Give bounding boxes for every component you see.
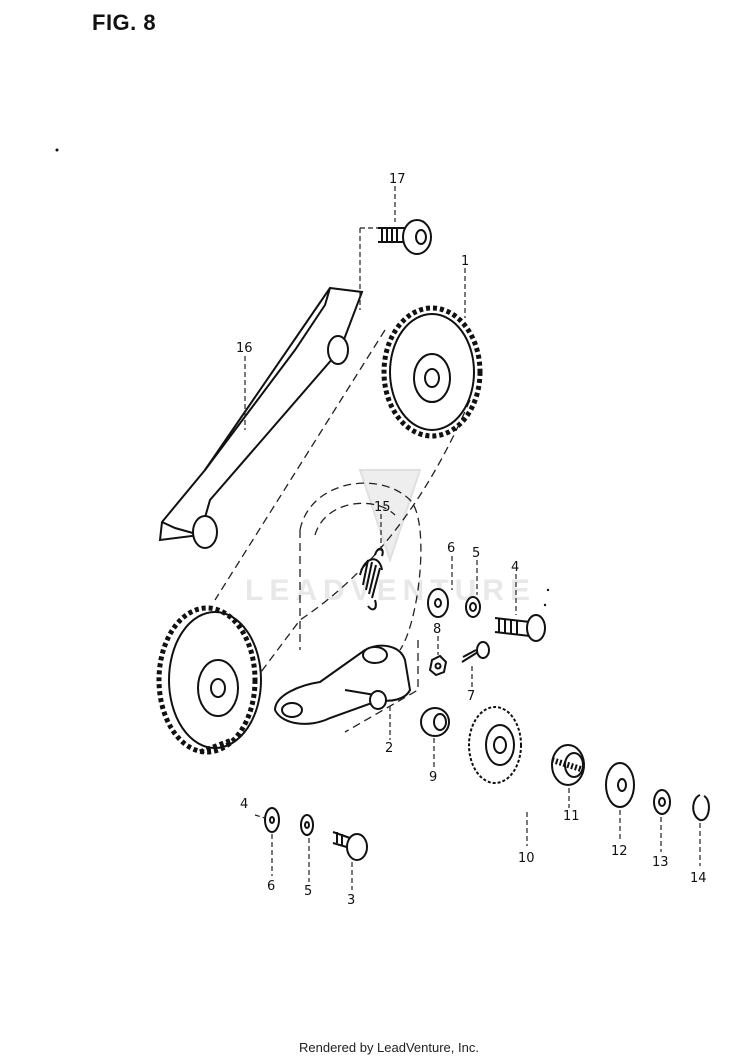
callout-3: 3 xyxy=(347,893,355,908)
callout-14: 14 xyxy=(690,871,707,886)
nut-part-8 xyxy=(428,654,448,677)
callout-2: 2 xyxy=(385,741,393,756)
collar-part-9 xyxy=(420,707,450,737)
bolt-part-3 xyxy=(332,831,368,861)
upper-sprocket-part-1 xyxy=(381,305,483,439)
spring-part-15 xyxy=(359,547,384,611)
bearing-part-11 xyxy=(551,744,585,786)
washer-part-12 xyxy=(605,762,635,808)
leadventure-watermark: LEADVENTURE xyxy=(245,469,536,607)
chain-guide-part-16 xyxy=(158,286,364,549)
callout-6-lower: 6 xyxy=(267,879,275,894)
hidden-line xyxy=(254,814,266,819)
stray-dot xyxy=(546,588,550,592)
stray-dot xyxy=(55,148,59,152)
washer-part-6-lower xyxy=(264,807,280,833)
callout-4-hidden: 4 xyxy=(240,797,248,812)
washer-part-13 xyxy=(653,789,671,815)
callout-8: 8 xyxy=(433,622,441,637)
callout-1: 1 xyxy=(461,254,469,269)
callout-11: 11 xyxy=(563,809,580,824)
lower-sprocket xyxy=(156,605,262,755)
tensioner-arm-part-2 xyxy=(273,640,419,733)
small-sprocket-part-10 xyxy=(468,706,522,784)
callout-labels: 17 1 16 15 6 5 4 8 7 2 9 10 11 12 13 14 … xyxy=(236,172,707,908)
callout-4: 4 xyxy=(511,560,519,575)
figure-title: FIG. 8 xyxy=(92,10,156,35)
stray-dot xyxy=(543,603,547,607)
callout-16: 16 xyxy=(236,341,253,356)
callout-5-lower: 5 xyxy=(304,884,312,899)
lock-washer-part-5-upper xyxy=(465,596,481,618)
washer-part-6-upper xyxy=(427,588,449,618)
lock-washer-part-5-lower xyxy=(300,814,314,836)
bolt-part-17 xyxy=(359,219,432,310)
callout-9: 9 xyxy=(429,770,437,785)
callout-13: 13 xyxy=(652,855,669,870)
screw-part-7 xyxy=(461,641,490,663)
watermark-text: LEADVENTURE xyxy=(245,574,536,607)
callout-15: 15 xyxy=(374,500,391,515)
footer-credit: Rendered by LeadVenture, Inc. xyxy=(299,1040,479,1055)
callout-17: 17 xyxy=(389,172,406,187)
leader-lines xyxy=(244,186,701,890)
callout-10: 10 xyxy=(518,851,535,866)
callout-12: 12 xyxy=(611,844,628,859)
circlip-part-14 xyxy=(692,794,710,822)
callout-5-upper: 5 xyxy=(472,546,480,561)
callout-7: 7 xyxy=(467,689,475,704)
callout-6-upper: 6 xyxy=(447,541,455,556)
bolt-part-4 xyxy=(494,614,546,642)
